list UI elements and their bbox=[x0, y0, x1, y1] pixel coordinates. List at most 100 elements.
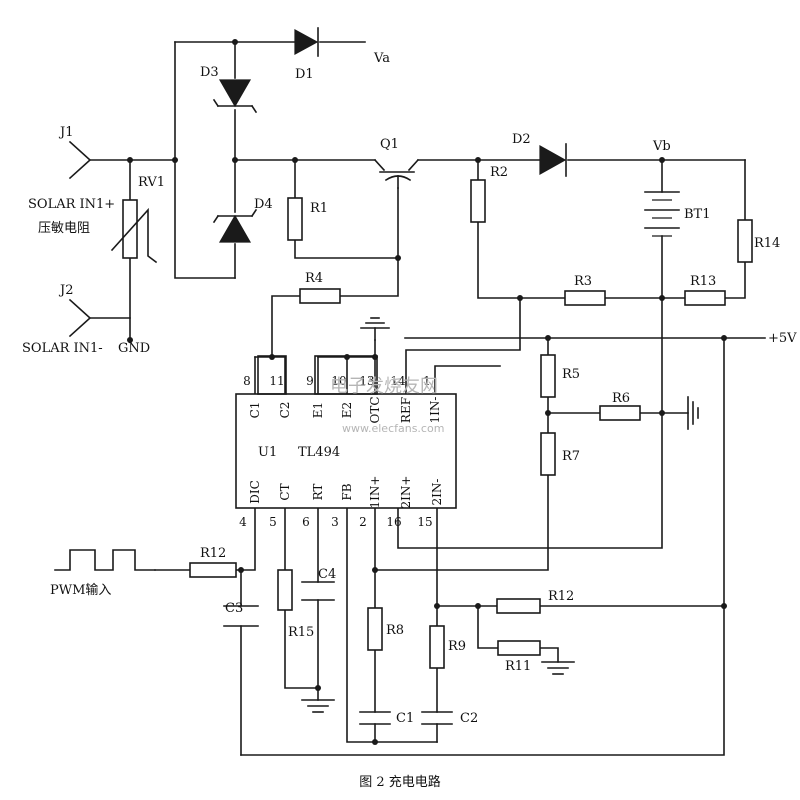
ic-bottom-pin-name: 2IN+ bbox=[399, 476, 413, 509]
component-labels: J1 SOLAR IN1+ 压敏电阻 RV1 J2 SOLAR IN1- GND… bbox=[22, 51, 797, 726]
ic-top-pin-number: 1 bbox=[423, 374, 431, 388]
label-r12b: R12 bbox=[548, 589, 574, 604]
ic-bottom-pin-name: FB bbox=[340, 483, 354, 500]
ic-top-pin-name: E2 bbox=[340, 402, 354, 418]
ic-bottom-pin-number: 16 bbox=[386, 515, 401, 529]
resistor-r14-body bbox=[737, 219, 753, 263]
resistor-r9-body bbox=[429, 625, 445, 669]
label-gnd: GND bbox=[118, 341, 150, 356]
resistor-r5-body bbox=[540, 354, 556, 398]
label-pwm-input: PWM输入 bbox=[50, 582, 111, 598]
ic-pin-boxes bbox=[257, 355, 378, 395]
ic-tl494: 8C111C29E110E213OTC14REF11IN-DIC4CT5RT6F… bbox=[235, 374, 457, 529]
watermark-cn: 电子发烧友网 bbox=[330, 376, 438, 397]
label-bt1: BT1 bbox=[684, 207, 711, 222]
wires bbox=[54, 41, 766, 756]
ic-bottom-pin-name: 2IN- bbox=[430, 479, 444, 506]
ic-top-pin-number: 11 bbox=[269, 374, 284, 388]
figure-caption: 图 2 充电电路 bbox=[359, 774, 441, 790]
ic-top-pin-name: 1IN- bbox=[428, 397, 442, 424]
ic-body bbox=[235, 393, 457, 509]
label-r4: R4 bbox=[305, 271, 323, 286]
ic-part-label: TL494 bbox=[298, 445, 340, 460]
label-r2: R2 bbox=[490, 165, 508, 180]
ic-top-pin-number: 14 bbox=[390, 374, 406, 388]
ic-bottom-pin-number: 3 bbox=[331, 515, 339, 529]
capacitors bbox=[223, 581, 453, 725]
label-r15: R15 bbox=[288, 625, 314, 640]
label-d3: D3 bbox=[200, 65, 219, 80]
diode-d1-symbol bbox=[294, 27, 319, 57]
capacitor-c2-symbol bbox=[421, 711, 453, 725]
label-r13: R13 bbox=[690, 274, 716, 289]
varistor-rv1-symbol bbox=[110, 199, 158, 264]
ic-bottom-pin-number: 2 bbox=[359, 515, 367, 529]
label-vb: Vb bbox=[652, 139, 671, 154]
label-r6: R6 bbox=[612, 391, 630, 406]
label-c2: C2 bbox=[460, 711, 478, 726]
label-c4: C4 bbox=[318, 567, 336, 582]
ic-top-pin-number: 8 bbox=[243, 374, 251, 388]
watermark: 电子发烧友网 www.elecfans.com bbox=[330, 376, 444, 435]
capacitor-c3-symbol bbox=[223, 605, 259, 627]
connector-j1 bbox=[68, 140, 92, 180]
connector-j2 bbox=[68, 298, 92, 338]
ic-top-pin-name: OTC bbox=[368, 396, 382, 423]
label-solar-in1p: SOLAR IN1+ bbox=[28, 197, 115, 212]
diode-d4-symbol bbox=[212, 208, 258, 243]
label-q1: Q1 bbox=[380, 137, 399, 152]
ic-bottom-pin-name: RT bbox=[311, 484, 325, 501]
label-va: Va bbox=[373, 51, 390, 66]
resistors bbox=[189, 179, 753, 669]
ic-bottom-pin-number: 6 bbox=[302, 515, 310, 529]
diode-d3-symbol bbox=[212, 79, 258, 114]
label-rv1: RV1 bbox=[138, 175, 165, 190]
resistor-r13-body bbox=[684, 290, 726, 306]
ic-ref-label: U1 bbox=[258, 445, 277, 460]
ic-bottom-pin-number: 15 bbox=[417, 515, 432, 529]
label-d2: D2 bbox=[512, 132, 531, 147]
label-solar-in1n: SOLAR IN1- bbox=[22, 341, 103, 356]
label-r7: R7 bbox=[562, 449, 580, 464]
resistor-r1-body bbox=[287, 197, 303, 241]
label-varistor-cn: 压敏电阻 bbox=[38, 221, 90, 236]
label-r12a: R12 bbox=[200, 546, 226, 561]
label-j2: J2 bbox=[58, 283, 73, 298]
label-vcc: +5V bbox=[768, 331, 797, 346]
ic-bottom-pin-number: 5 bbox=[269, 515, 277, 529]
ic-top-pin-name: REF bbox=[399, 397, 413, 423]
label-j1: J1 bbox=[58, 125, 73, 140]
ic-bottom-pin-name: 1IN+ bbox=[368, 476, 382, 509]
label-r3: R3 bbox=[574, 274, 592, 289]
ic-bottom-pin-name: CT bbox=[278, 483, 292, 500]
ic-top-pin-name: C2 bbox=[278, 402, 292, 419]
label-c1: C1 bbox=[396, 711, 414, 726]
ic-top-pin-number: 13 bbox=[359, 374, 374, 388]
label-c3: C3 bbox=[225, 601, 243, 616]
resistor-r12a-body bbox=[189, 562, 237, 578]
ground-symbols bbox=[301, 317, 699, 713]
diode-d2-symbol bbox=[539, 143, 567, 177]
label-r14: R14 bbox=[754, 236, 780, 251]
label-r9: R9 bbox=[448, 639, 466, 654]
ground-r6 bbox=[687, 396, 699, 430]
ground-r11 bbox=[541, 661, 575, 675]
ic-bottom-pin-number: 4 bbox=[239, 515, 247, 529]
resistor-r12b-body bbox=[496, 598, 541, 614]
label-d4: D4 bbox=[254, 197, 273, 212]
capacitor-c1-symbol bbox=[359, 711, 391, 725]
resistor-r2-body bbox=[470, 179, 486, 223]
ic-bottom-pin-name: DIC bbox=[248, 480, 262, 504]
ground-top-ic bbox=[360, 317, 390, 341]
ic-top-pin-name: C1 bbox=[248, 402, 262, 419]
watermark-url: www.elecfans.com bbox=[342, 422, 444, 435]
label-r11: R11 bbox=[505, 659, 531, 674]
ic-top-pin-name: E1 bbox=[311, 402, 325, 418]
ic-top-pin-number: 9 bbox=[306, 374, 314, 388]
label-r8: R8 bbox=[386, 623, 404, 638]
transistor-q1-symbol bbox=[373, 158, 420, 189]
resistor-r8-body bbox=[367, 607, 383, 651]
label-r5: R5 bbox=[562, 367, 580, 382]
resistor-r4-body bbox=[299, 288, 341, 304]
